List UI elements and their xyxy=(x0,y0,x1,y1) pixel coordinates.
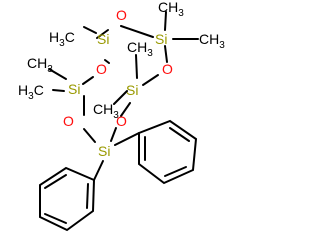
bond-o2-si3 xyxy=(142,74,159,86)
phenyl-ring-b-double-1 xyxy=(44,174,67,189)
svg-text:H3C: H3C xyxy=(49,29,75,49)
bond-si4-o4 xyxy=(82,76,94,85)
methyl-c: C xyxy=(93,101,103,117)
oxygen-atom-5: O xyxy=(63,113,74,129)
bond-si4-me-a xyxy=(48,68,67,80)
methyl-h: H xyxy=(168,0,178,15)
silicon-atom-5: Si xyxy=(98,143,110,159)
methyl-subscript: 3 xyxy=(59,38,65,49)
oxygen-atom-2: O xyxy=(162,61,173,77)
bond-o1-si2 xyxy=(120,25,154,38)
methyl-group-si4-upper: CH3 xyxy=(27,55,53,75)
methyl-subscript: 3 xyxy=(219,40,225,51)
methyl-subscript: 3 xyxy=(47,64,53,75)
phenyl-ring-a-double-2 xyxy=(164,166,187,177)
phenyl-ring-b-double-3 xyxy=(86,183,89,209)
methyl-group-si4-left: H3C xyxy=(18,82,44,102)
bond-si1-me-a xyxy=(83,26,97,34)
methyl-group-si1-left: H3C xyxy=(49,29,75,49)
bond-si5-phA xyxy=(114,132,140,146)
bond-si2-o2 xyxy=(164,45,168,63)
methyl-h: H xyxy=(49,29,59,45)
methyl-c: C xyxy=(127,39,137,55)
methyl-h: H xyxy=(18,82,28,98)
bond-si5-o3 xyxy=(110,127,117,142)
bond-si1-o1 xyxy=(96,29,109,39)
bond-si4-me-b xyxy=(52,89,65,92)
oxygen-atom-4: O xyxy=(96,61,107,77)
phenyl-ring-b xyxy=(39,166,96,232)
bonds xyxy=(39,11,199,232)
methyl-c: C xyxy=(65,29,75,45)
methyl-h: H xyxy=(209,31,219,47)
phenyl-ring-a xyxy=(138,119,198,185)
svg-text:H3C: H3C xyxy=(18,82,44,102)
methyl-c: C xyxy=(27,55,37,71)
silicon-atom-2: Si xyxy=(155,31,167,47)
silicon-atom-4: Si xyxy=(68,81,80,97)
methyl-group-si3-down: CH3 xyxy=(93,101,119,121)
methyl-group-si3-up: CH3 xyxy=(127,39,153,59)
bond-si3-me-a xyxy=(135,54,138,79)
phenyl-ring-a-double-1 xyxy=(169,127,190,142)
bond-o5-si5 xyxy=(83,128,96,143)
bond-o3-si3 xyxy=(120,102,131,117)
bond-si5-phB xyxy=(93,160,104,181)
structure-canvas: Si Si Si Si Si O O O O O H3C CH3 CH3 CH3… xyxy=(18,0,225,232)
silicon-atoms: Si Si Si Si Si xyxy=(68,31,167,159)
oxygen-atoms: O O O O O xyxy=(63,7,173,129)
methyl-subscript: 3 xyxy=(113,110,119,121)
silicon-atom-3: Si xyxy=(126,82,138,98)
methyl-subscript: 3 xyxy=(28,91,34,102)
phenyl-ring-b-double-2 xyxy=(44,213,67,224)
methyl-c: C xyxy=(199,31,209,47)
methyl-subscript: 3 xyxy=(178,8,184,19)
svg-text:CH3: CH3 xyxy=(158,0,184,19)
methyl-subscript: 3 xyxy=(147,48,153,59)
methyl-h: H xyxy=(37,55,47,71)
svg-text:CH3: CH3 xyxy=(27,55,53,75)
bond-si2-me-a xyxy=(164,11,167,31)
methyl-c: C xyxy=(158,0,168,15)
methyl-group-si2-top: CH3 xyxy=(158,0,184,19)
svg-text:CH3: CH3 xyxy=(93,101,119,121)
silicon-atom-1: Si xyxy=(97,31,109,47)
bond-si3-me-b xyxy=(113,90,128,105)
bond-si1-o4 xyxy=(104,59,110,64)
oxygen-atom-3: O xyxy=(116,113,127,129)
svg-text:CH3: CH3 xyxy=(199,31,225,51)
methyl-group-si2-right: CH3 xyxy=(199,31,225,51)
methyl-h: H xyxy=(137,39,147,55)
svg-text:CH3: CH3 xyxy=(127,39,153,59)
methyl-groups: H3C CH3 CH3 CH3 CH3 CH3 H3C xyxy=(18,0,225,121)
oxygen-atom-1: O xyxy=(116,7,127,23)
methyl-h: H xyxy=(103,101,113,117)
methyl-c: C xyxy=(34,82,44,98)
